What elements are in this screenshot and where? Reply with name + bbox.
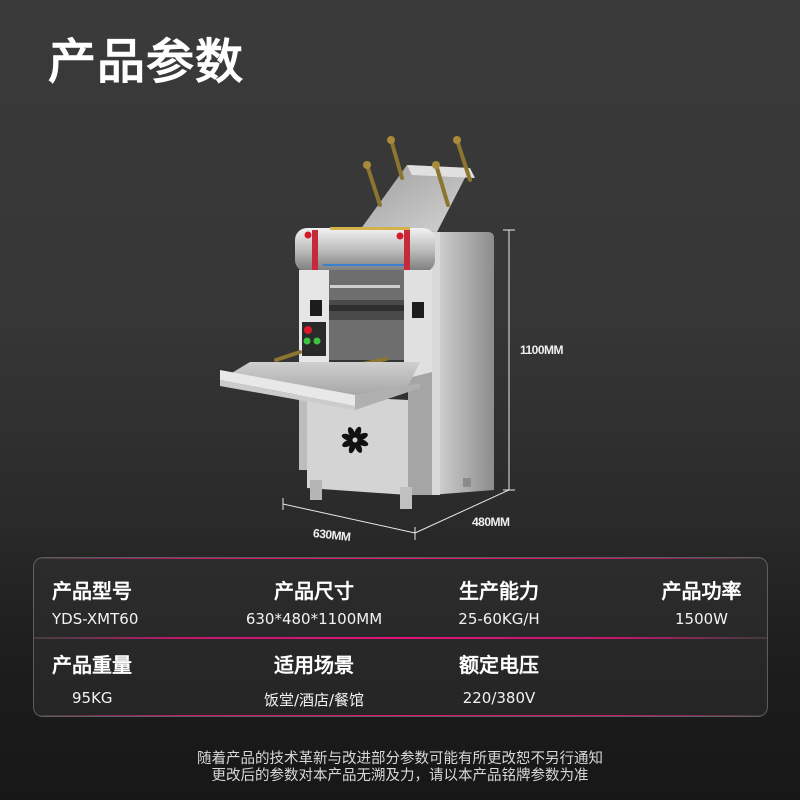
disclaimer-line-2: 更改后的参数对本产品无溯及力，请以本产品铭牌参数为准	[211, 768, 589, 784]
spec-label: 生产能力	[459, 579, 539, 603]
disclaimer-note: 随着产品的技术革新与改进部分参数可能有所更改恕不另行通知 更改后的参数对本产品无…	[0, 751, 800, 785]
lower-cabinet	[299, 372, 471, 509]
side-cabinet	[430, 232, 494, 495]
spec-weight: 产品重量 95KG	[52, 649, 142, 707]
spec-value: 630*480*1100MM	[245, 610, 383, 628]
spec-label: 适用场景	[274, 653, 354, 677]
control-panel	[302, 322, 326, 356]
spec-label: 产品功率	[661, 579, 742, 603]
dimension-lines	[282, 229, 515, 540]
spec-capacity: 生产能力 25-60KG/H	[434, 575, 564, 628]
spec-value: 1500W	[674, 610, 728, 628]
roller-assembly	[295, 227, 435, 272]
divider-bottom	[34, 715, 767, 716]
spec-model: 产品型号 YDS-XMT60	[52, 575, 142, 628]
height-dimension-label: 1100MM	[520, 343, 564, 357]
spec-value: 25-60KG/H	[458, 610, 540, 628]
output-tray	[220, 362, 420, 410]
disclaimer-line-1: 随着产品的技术革新与改进部分参数可能有所更改恕不另行通知	[197, 751, 603, 767]
spec-label: 产品重量	[52, 653, 132, 677]
spec-value: YDS-XMT60	[52, 610, 139, 628]
spec-label: 产品型号	[52, 579, 132, 603]
spec-table: 产品型号 YDS-XMT60 产品尺寸 630*480*1100MM 生产能力 …	[33, 557, 768, 717]
depth-dimension-label: 480MM	[472, 515, 510, 529]
spec-usage-scenario: 适用场景 饭堂/酒店/餐馆	[214, 649, 414, 710]
wrench-tools	[366, 141, 472, 207]
spec-voltage: 额定电压 220/380V	[434, 649, 564, 707]
divider-middle	[34, 637, 767, 639]
spec-value: 饭堂/酒店/餐馆	[263, 691, 365, 709]
product-image	[220, 136, 515, 540]
spec-label: 额定电压	[459, 653, 539, 677]
page-title: 产品参数	[48, 34, 245, 90]
spec-value: 95KG	[72, 689, 113, 707]
divider-top	[34, 558, 767, 559]
spec-label: 产品尺寸	[274, 579, 354, 603]
spec-size: 产品尺寸 630*480*1100MM	[214, 575, 414, 628]
fan-vent-icon	[341, 426, 369, 454]
spec-power: 产品功率 1500W	[644, 575, 759, 628]
spec-value: 220/380V	[462, 689, 536, 707]
